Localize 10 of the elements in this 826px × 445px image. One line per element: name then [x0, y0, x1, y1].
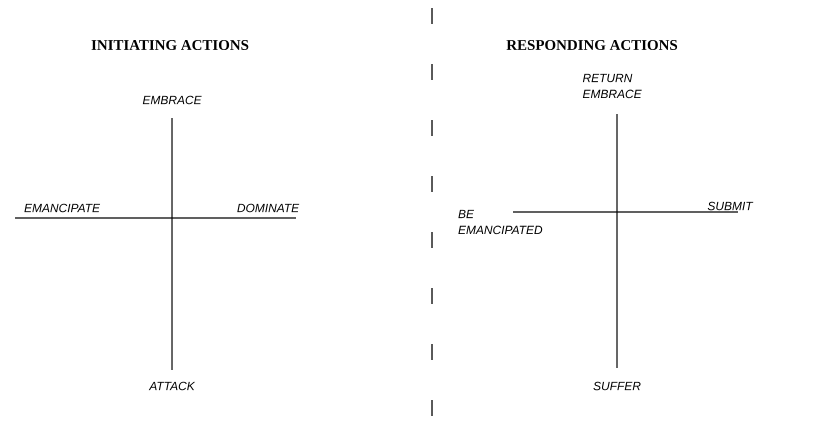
- axis-label: RETURN EMBRACE: [582, 74, 642, 98]
- axis-label: SUBMIT: [708, 202, 754, 210]
- axis-label: SUFFER: [593, 382, 641, 390]
- axis-label: EMBRACE: [142, 96, 202, 104]
- axis-label: ATTACK: [148, 382, 196, 390]
- axis-label: EMANCIPATE: [24, 204, 100, 212]
- heading: INITIATING ACTIONS: [92, 40, 248, 50]
- heading: RESPONDING ACTIONS: [506, 40, 678, 50]
- axis-label: BE EMANCIPATED: [458, 210, 542, 234]
- axis-label: DOMINATE: [237, 204, 300, 212]
